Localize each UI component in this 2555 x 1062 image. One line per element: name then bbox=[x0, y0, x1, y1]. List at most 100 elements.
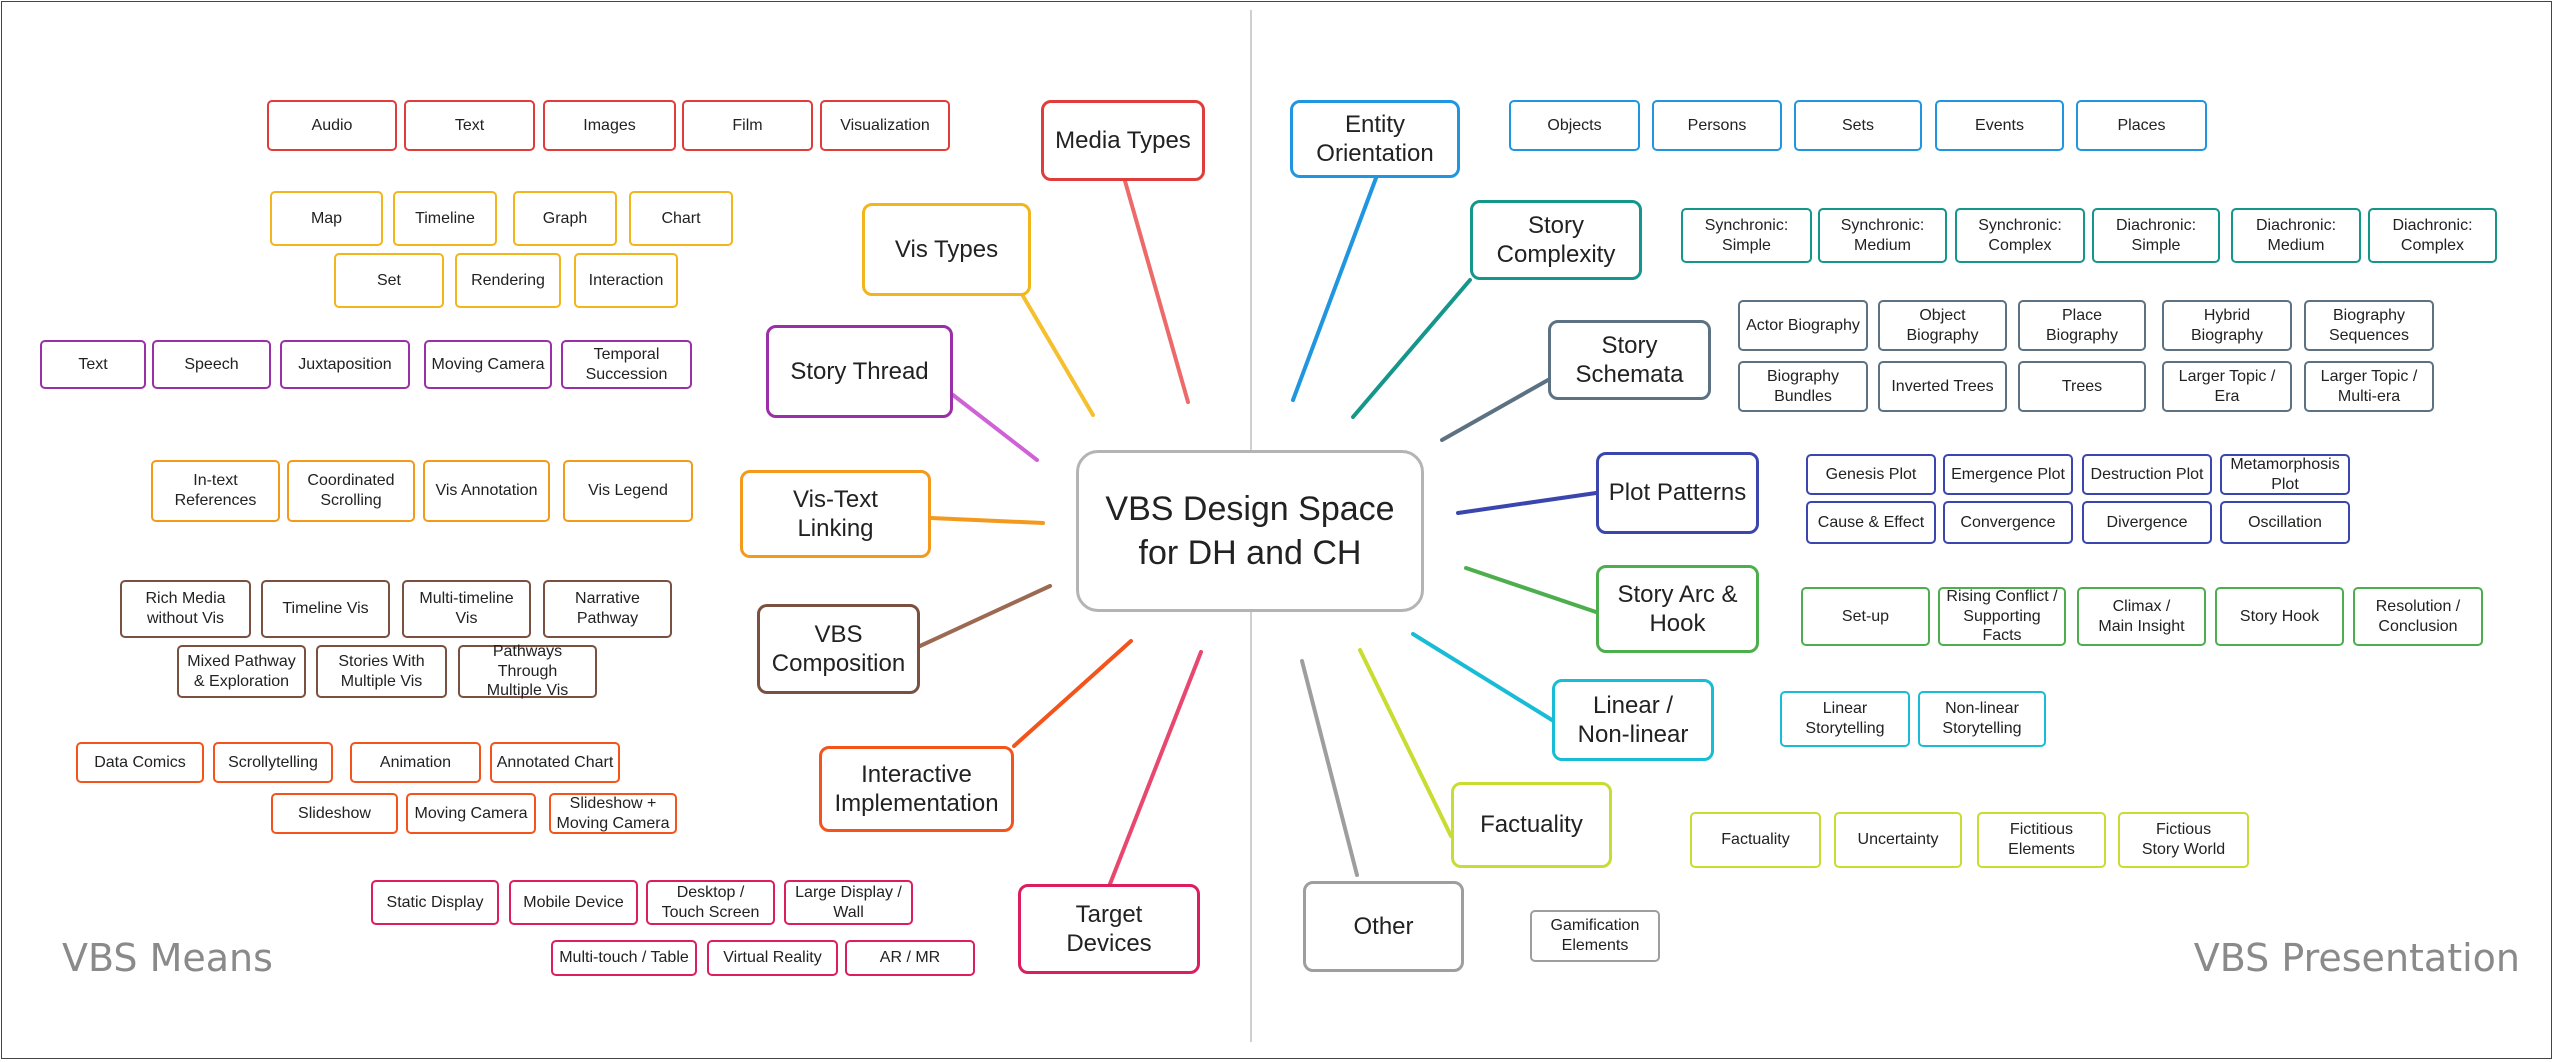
item-story-complexity-synchronic-medium: Synchronic: Medium bbox=[1818, 208, 1947, 263]
item-story-schemata-biography-sequences: Biography Sequences bbox=[2304, 300, 2434, 351]
category-entity-orientation: Entity Orientation bbox=[1290, 100, 1460, 178]
vbs-means-label: VBS Means bbox=[62, 936, 273, 980]
item-story-arc-hook-set-up: Set-up bbox=[1801, 587, 1930, 646]
item-story-schemata-actor-biography: Actor Biography bbox=[1738, 300, 1868, 351]
connector-vbs-composition bbox=[918, 584, 1052, 648]
item-story-complexity-diachronic-simple: Diachronic: Simple bbox=[2092, 208, 2220, 263]
item-factuality-fictious-story-world: Fictious Story World bbox=[2118, 812, 2249, 868]
connector-linear-nonlinear bbox=[1411, 632, 1554, 722]
item-story-arc-hook-climax-main-insight: Climax / Main Insight bbox=[2077, 587, 2206, 646]
item-story-complexity-synchronic-complex: Synchronic: Complex bbox=[1955, 208, 2085, 263]
category-vis-text-linking: Vis-Text Linking bbox=[740, 470, 931, 558]
item-factuality-uncertainty: Uncertainty bbox=[1834, 812, 1962, 868]
item-media-types-audio: Audio bbox=[267, 100, 397, 151]
item-story-schemata-biography-bundles: Biography Bundles bbox=[1738, 361, 1868, 412]
item-factuality-fictitious-elements: Fictitious Elements bbox=[1977, 812, 2106, 868]
category-factuality: Factuality bbox=[1451, 782, 1612, 868]
item-story-complexity-synchronic-simple: Synchronic: Simple bbox=[1681, 208, 1812, 263]
item-vbs-composition-pathways-through-multiple-vis: Pathways Through Multiple Vis bbox=[458, 643, 597, 699]
item-entity-orientation-objects: Objects bbox=[1509, 100, 1640, 151]
item-plot-patterns-oscillation: Oscillation bbox=[2220, 501, 2350, 544]
item-story-schemata-object-biography: Object Biography bbox=[1878, 300, 2007, 351]
item-media-types-images: Images bbox=[543, 100, 676, 151]
category-interactive-implementation: Interactive Implementation bbox=[819, 746, 1014, 832]
item-vis-types-graph: Graph bbox=[513, 191, 617, 246]
item-vis-text-linking-in-text-references: In-text References bbox=[151, 460, 280, 522]
item-entity-orientation-persons: Persons bbox=[1652, 100, 1782, 151]
connector-factuality bbox=[1358, 648, 1453, 838]
center-node: VBS Design Space for DH and CH bbox=[1076, 450, 1424, 612]
item-interactive-implementation-annotated-chart: Annotated Chart bbox=[490, 742, 620, 783]
item-story-thread-text: Text bbox=[40, 340, 146, 389]
item-target-devices-desktop-touch-screen: Desktop / Touch Screen bbox=[646, 880, 775, 925]
item-other-gamification-elements: Gamification Elements bbox=[1530, 910, 1660, 962]
category-media-types: Media Types bbox=[1041, 100, 1205, 181]
item-target-devices-static-display: Static Display bbox=[371, 880, 499, 925]
item-entity-orientation-sets: Sets bbox=[1794, 100, 1922, 151]
category-linear-nonlinear: Linear / Non-linear bbox=[1552, 679, 1714, 761]
item-vis-types-set: Set bbox=[334, 253, 444, 308]
item-linear-nonlinear-linear-storytelling: Linear Storytelling bbox=[1780, 691, 1910, 747]
connector-story-schemata bbox=[1440, 378, 1550, 442]
item-story-thread-juxtaposition: Juxtaposition bbox=[280, 340, 410, 389]
item-plot-patterns-genesis-plot: Genesis Plot bbox=[1806, 454, 1936, 495]
item-vis-types-interaction: Interaction bbox=[574, 253, 678, 308]
category-vis-types: Vis Types bbox=[862, 203, 1031, 296]
connector-plot-patterns bbox=[1456, 491, 1598, 515]
item-story-schemata-place-biography: Place Biography bbox=[2018, 300, 2146, 351]
connector-target-devices bbox=[1108, 650, 1203, 886]
category-story-schemata: Story Schemata bbox=[1548, 320, 1711, 400]
item-interactive-implementation-slideshow-moving-camera: Slideshow + Moving Camera bbox=[549, 793, 677, 834]
item-story-arc-hook-story-hook: Story Hook bbox=[2215, 587, 2344, 646]
category-story-arc-hook: Story Arc & Hook bbox=[1596, 565, 1759, 653]
item-story-arc-hook-rising-conflict-supporting-facts: Rising Conflict / Supporting Facts bbox=[1938, 587, 2066, 646]
item-vis-types-chart: Chart bbox=[629, 191, 733, 246]
connector-story-arc-hook bbox=[1464, 566, 1598, 614]
connector-story-complexity bbox=[1351, 278, 1472, 419]
category-plot-patterns: Plot Patterns bbox=[1596, 452, 1759, 534]
item-plot-patterns-destruction-plot: Destruction Plot bbox=[2082, 454, 2212, 495]
connector-vis-types bbox=[1021, 294, 1095, 417]
item-interactive-implementation-data-comics: Data Comics bbox=[76, 742, 204, 783]
item-plot-patterns-metamorphosis-plot: Metamorphosis Plot bbox=[2220, 454, 2350, 495]
item-plot-patterns-cause-effect: Cause & Effect bbox=[1806, 501, 1936, 544]
item-plot-patterns-divergence: Divergence bbox=[2082, 501, 2212, 544]
item-plot-patterns-convergence: Convergence bbox=[1943, 501, 2073, 544]
item-interactive-implementation-animation: Animation bbox=[350, 742, 481, 783]
item-vis-text-linking-coordinated-scrolling: Coordinated Scrolling bbox=[287, 460, 415, 522]
item-story-schemata-larger-topic-multi-era: Larger Topic / Multi-era bbox=[2304, 361, 2434, 412]
category-story-complexity: Story Complexity bbox=[1470, 200, 1642, 280]
connector-story-thread bbox=[951, 393, 1039, 462]
item-vis-text-linking-vis-annotation: Vis Annotation bbox=[423, 460, 550, 522]
item-target-devices-mobile-device: Mobile Device bbox=[509, 880, 638, 925]
item-vis-text-linking-vis-legend: Vis Legend bbox=[563, 460, 693, 522]
item-factuality-factuality: Factuality bbox=[1690, 812, 1821, 868]
item-media-types-text: Text bbox=[404, 100, 535, 151]
item-story-schemata-hybrid-biography: Hybrid Biography bbox=[2162, 300, 2292, 351]
connector-other bbox=[1300, 659, 1359, 877]
item-vbs-composition-stories-with-multiple-vis: Stories With Multiple Vis bbox=[316, 645, 447, 698]
item-story-schemata-larger-topic-era: Larger Topic / Era bbox=[2162, 361, 2292, 412]
item-linear-nonlinear-non-linear-storytelling: Non-linear Storytelling bbox=[1918, 691, 2046, 747]
item-vis-types-timeline: Timeline bbox=[393, 191, 497, 246]
category-target-devices: Target Devices bbox=[1018, 884, 1200, 974]
item-vbs-composition-rich-media-without-vis: Rich Media without Vis bbox=[120, 580, 251, 638]
item-media-types-film: Film bbox=[682, 100, 813, 151]
category-story-thread: Story Thread bbox=[766, 325, 953, 418]
item-vbs-composition-mixed-pathway-exploration: Mixed Pathway & Exploration bbox=[177, 645, 306, 698]
item-interactive-implementation-scrollytelling: Scrollytelling bbox=[213, 742, 333, 783]
item-vis-types-map: Map bbox=[270, 191, 383, 246]
connector-entity-orientation bbox=[1291, 176, 1378, 402]
item-vbs-composition-multi-timeline-vis: Multi-timeline Vis bbox=[402, 580, 531, 638]
category-vbs-composition: VBS Composition bbox=[757, 604, 920, 694]
item-vbs-composition-timeline-vis: Timeline Vis bbox=[261, 580, 390, 638]
connector-interactive-implementation bbox=[1012, 639, 1133, 748]
item-vis-types-rendering: Rendering bbox=[455, 253, 561, 308]
item-entity-orientation-events: Events bbox=[1935, 100, 2064, 151]
item-media-types-visualization: Visualization bbox=[820, 100, 950, 151]
item-vbs-composition-narrative-pathway: Narrative Pathway bbox=[543, 580, 672, 638]
item-target-devices-multi-touch-table: Multi-touch / Table bbox=[551, 940, 697, 976]
item-target-devices-virtual-reality: Virtual Reality bbox=[707, 940, 838, 976]
